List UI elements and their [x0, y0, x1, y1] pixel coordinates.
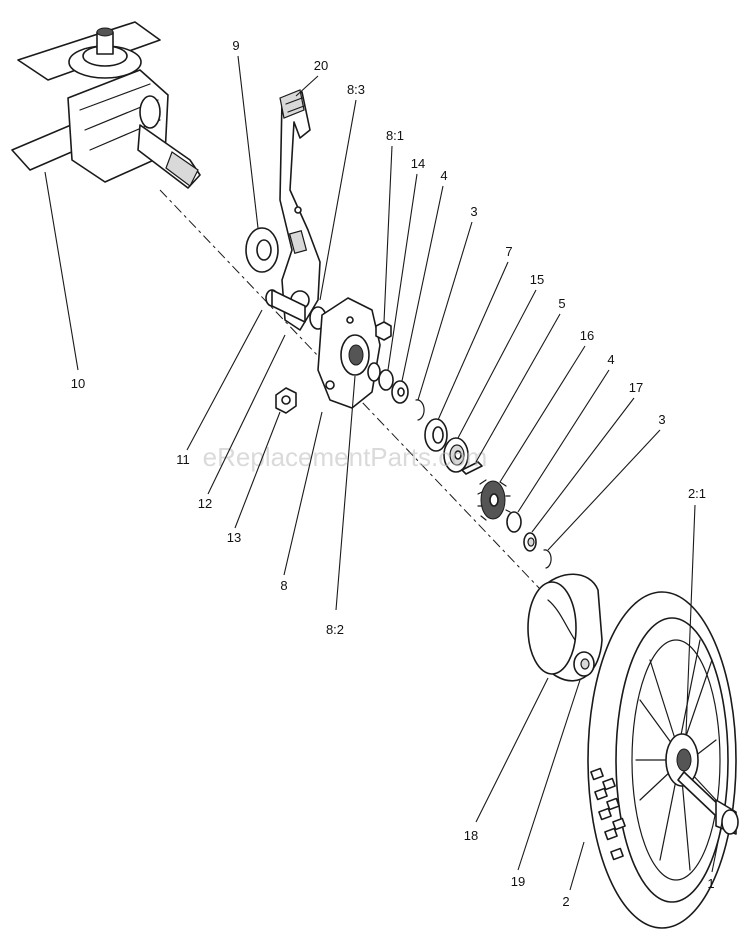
callout-8-3: 8:3 [347, 82, 365, 97]
callout-19: 19 [511, 874, 525, 889]
part-5-pin [461, 461, 483, 475]
callout-8-1: 8:1 [386, 128, 404, 143]
part-4-outer-washer [506, 511, 522, 533]
callout-4-inner: 4 [440, 168, 447, 183]
callout-7: 7 [505, 244, 512, 259]
callout-3-outer: 3 [658, 412, 665, 427]
part-17-spacer [523, 532, 537, 552]
callout-14: 14 [411, 156, 425, 171]
part-14-washer [378, 369, 394, 391]
callout-9: 9 [232, 38, 239, 53]
callout-2-1: 2:1 [688, 486, 706, 501]
leader-lines [44, 55, 723, 891]
callout-12: 12 [198, 496, 212, 511]
part-13-nut [275, 387, 297, 414]
callout-8-2: 8:2 [326, 622, 344, 637]
part-8-1-nut [375, 321, 392, 341]
part-20-8-3-bracket [279, 89, 321, 331]
callout-2: 2 [562, 894, 569, 909]
part-4-washer [391, 380, 409, 404]
part-8-adjuster-plate [317, 297, 381, 409]
part-9-washer [245, 227, 279, 273]
callout-11: 11 [176, 452, 190, 467]
part-15-bearing [443, 437, 469, 473]
part-16-pinion-gear [477, 479, 511, 521]
callout-18: 18 [464, 828, 478, 843]
callout-13: 13 [227, 530, 241, 545]
wheel-tread [590, 767, 626, 861]
watermark: eReplacementParts.com [203, 442, 488, 472]
callout-16: 16 [580, 328, 594, 343]
part-2-rear-wheel [587, 591, 737, 929]
part-3-outer-clip [543, 549, 552, 569]
callout-3-inner: 3 [470, 204, 477, 219]
callout-1: 1 [707, 876, 714, 891]
part-7-bushing [424, 418, 448, 452]
callout-labels: 9 20 8:3 8:1 14 4 3 7 15 5 16 4 17 3 2:1… [71, 38, 715, 909]
part-10-gearbox-handle [11, 21, 201, 189]
callout-15: 15 [530, 272, 544, 287]
callout-8: 8 [280, 578, 287, 593]
callout-5: 5 [558, 296, 565, 311]
callout-4-outer: 4 [607, 352, 614, 367]
callout-17: 17 [629, 380, 643, 395]
part-18-gear-cover [527, 573, 603, 682]
part-3-clip [415, 399, 425, 421]
callout-20: 20 [314, 58, 328, 73]
callout-10: 10 [71, 376, 85, 391]
